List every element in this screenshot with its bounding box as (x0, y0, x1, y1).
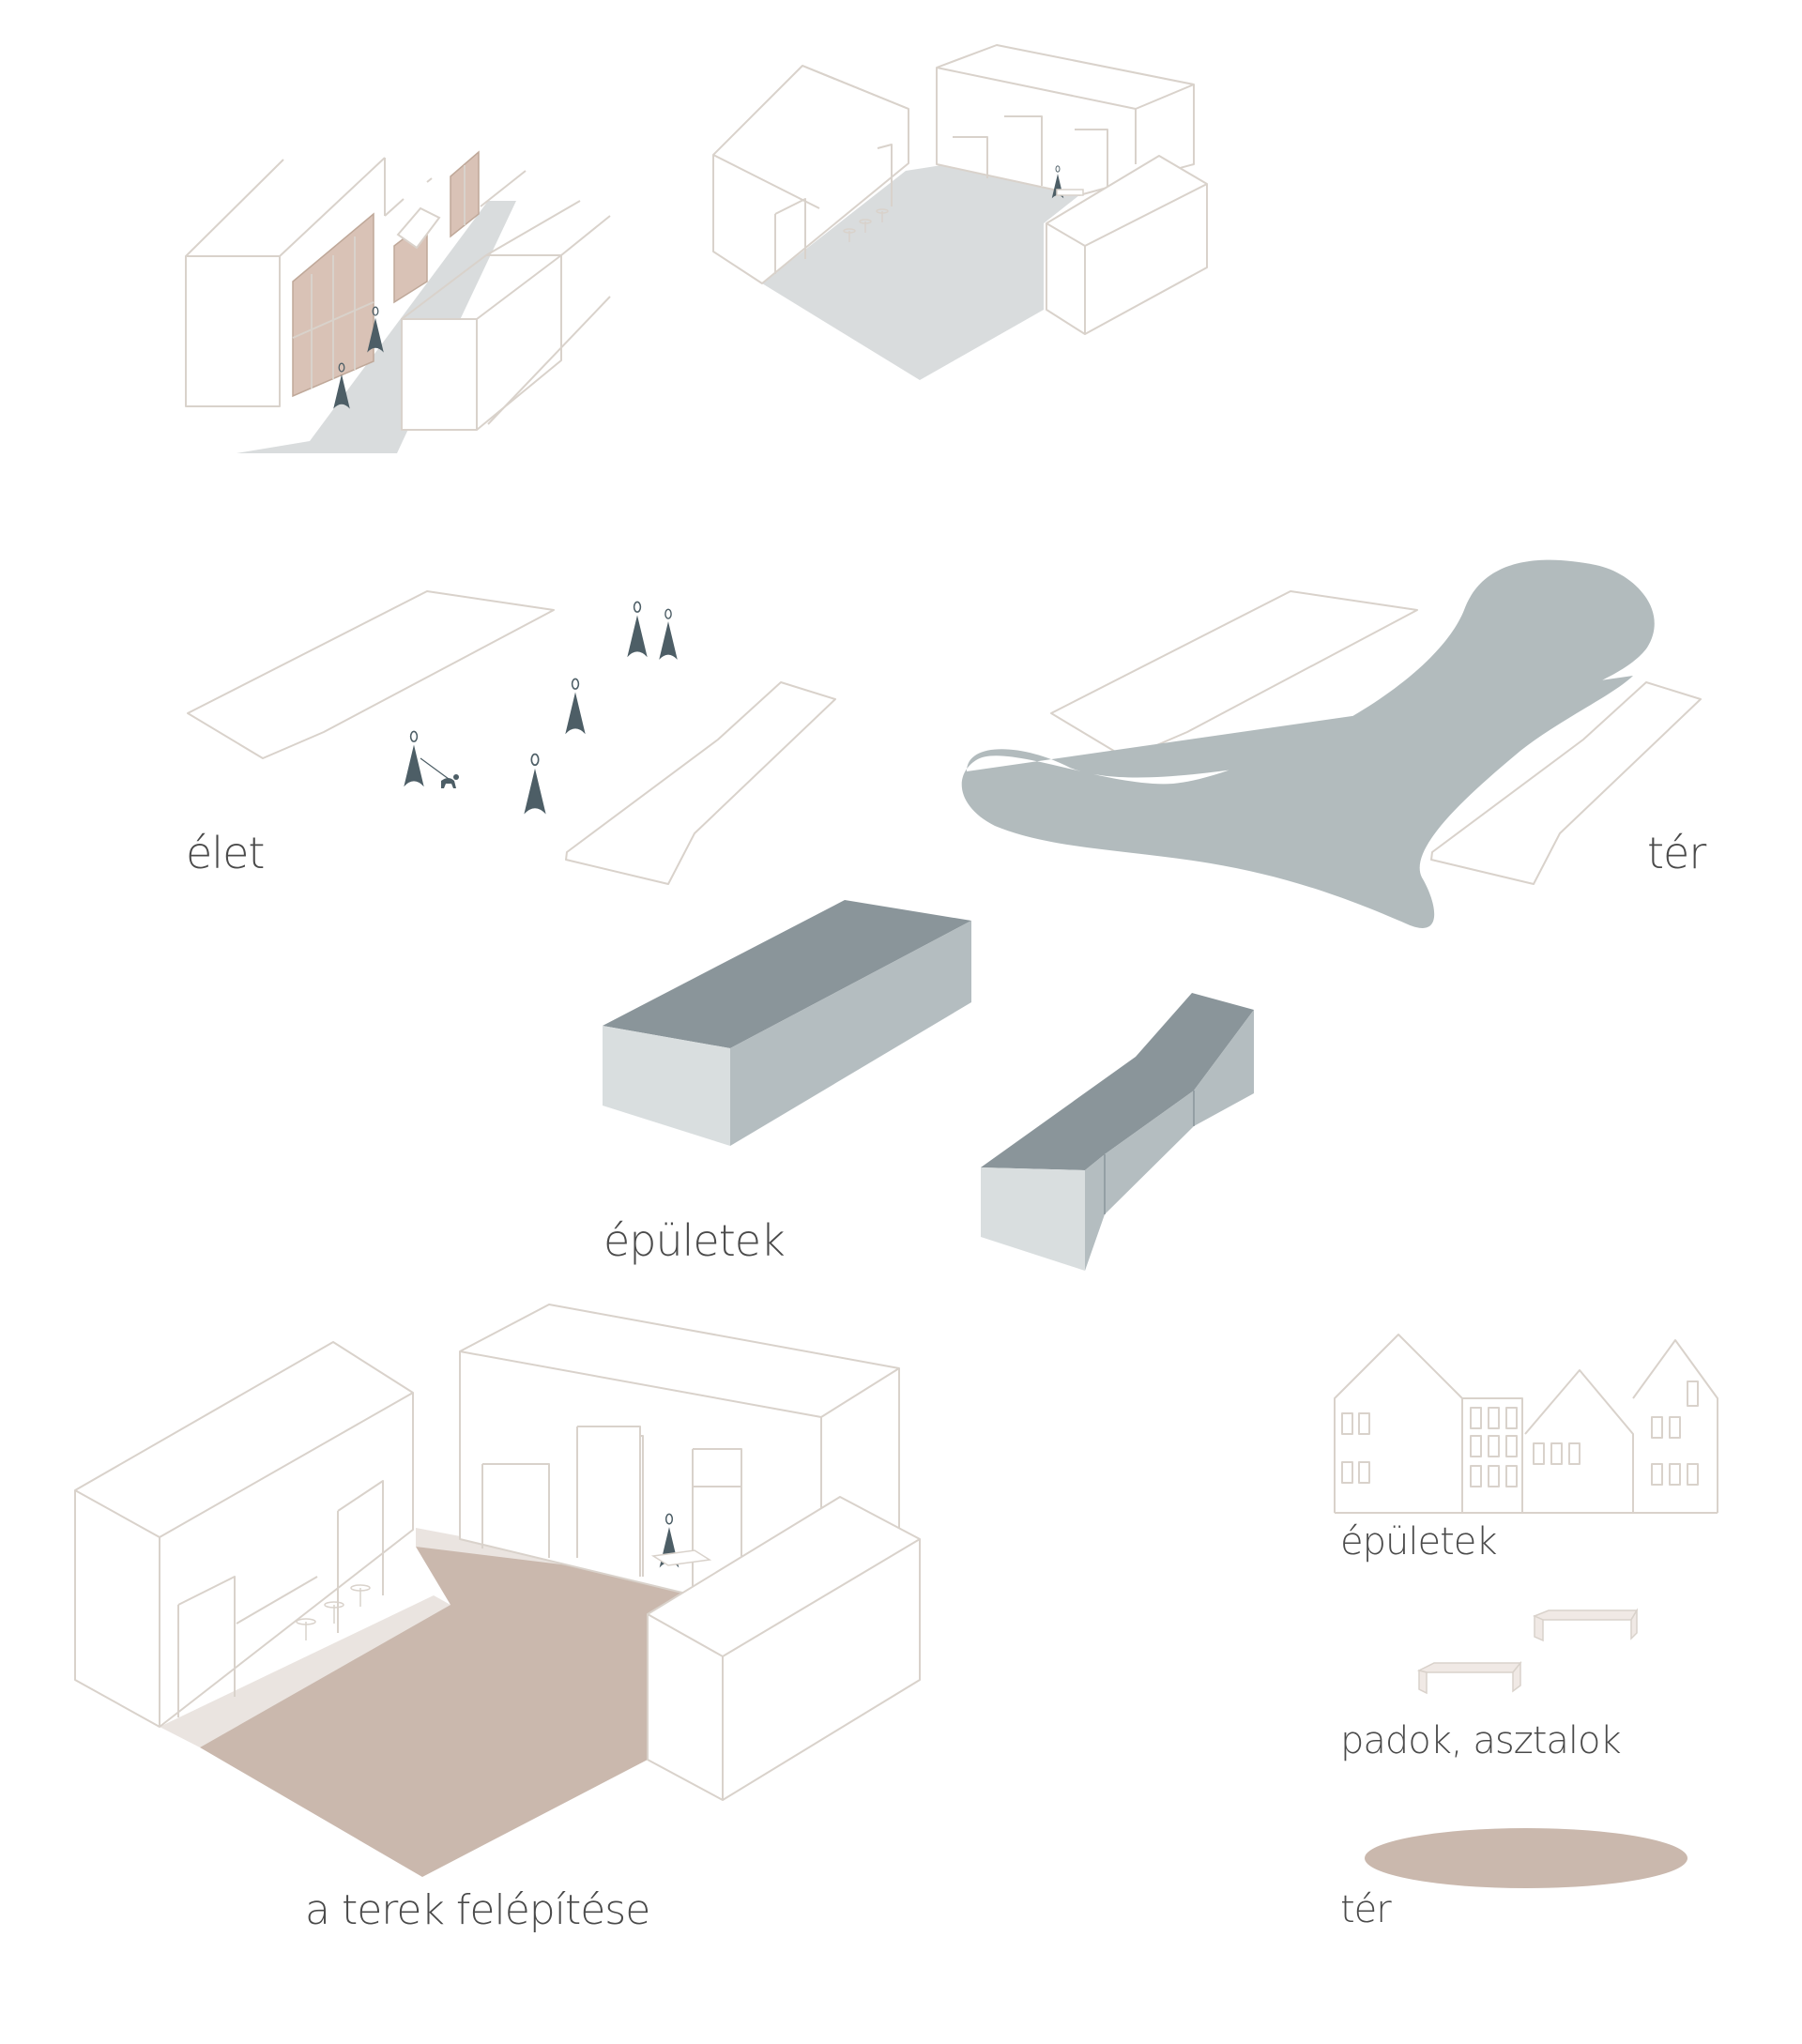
pedestrian-figure (626, 601, 649, 659)
sidewalk (160, 1595, 450, 1747)
street-pavement (237, 201, 516, 453)
life-diagram: élet (186, 590, 836, 885)
cafe-tables (843, 208, 889, 242)
legend: épületek padok, asztalok tér (1334, 1334, 1718, 1931)
composition-perspective: a terek felépítése (74, 1304, 921, 1934)
legend-label-benches: padok, asztalok (1340, 1719, 1621, 1762)
building-footprint (1430, 681, 1702, 885)
pedestrian-figure (523, 753, 547, 816)
label-space: tér (1647, 828, 1706, 878)
pedestrian-figure (564, 678, 587, 736)
legend-bench-icon (1416, 1608, 1639, 1695)
pedestrian-figure (658, 608, 679, 661)
square-surface (200, 1547, 699, 1877)
awning (396, 206, 441, 250)
legend-space-icon (1365, 1828, 1687, 1888)
building-footprint (187, 590, 555, 759)
building-block-1 (603, 900, 971, 1146)
street-perspective (185, 150, 611, 453)
label-buildings: épületek (603, 1215, 785, 1266)
dog-figure (420, 757, 459, 788)
space-diagram: tér (961, 559, 1707, 928)
building-footprint (565, 681, 836, 885)
buildings-diagram: épületek (603, 900, 1254, 1271)
building-block-2 (981, 993, 1254, 1271)
square-perspective (712, 44, 1208, 380)
label-composition: a terek felépítése (305, 1886, 649, 1934)
legend-label-space: tér (1340, 1888, 1392, 1931)
square-pavement (762, 164, 1079, 380)
legend-buildings-icon (1334, 1334, 1718, 1514)
space-blob (961, 559, 1655, 928)
legend-label-buildings: épületek (1340, 1520, 1497, 1564)
label-life: élet (186, 828, 264, 878)
cafe-tables (296, 1584, 371, 1640)
